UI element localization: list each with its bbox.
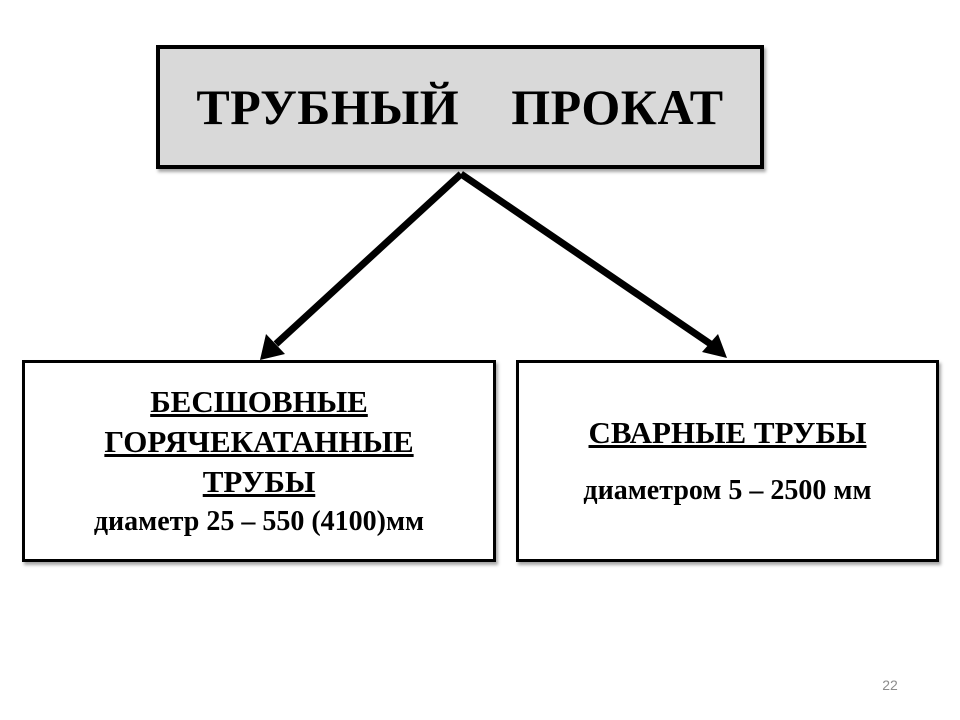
seamless-title-line-3: ТРУБЫ xyxy=(202,464,316,499)
node-welded-pipes: СВАРНЫЕ ТРУБЫ диаметром 5 – 2500 мм xyxy=(516,360,939,562)
root-title: ТРУБНЫЙ ПРОКАТ xyxy=(196,79,724,135)
arrowhead-left xyxy=(260,334,285,360)
welded-title: СВАРНЫЕ ТРУБЫ xyxy=(588,415,867,450)
welded-diameter: диаметром 5 – 2500 мм xyxy=(583,475,872,506)
arrow-to-seamless xyxy=(273,171,464,347)
seamless-title-line-2: ГОРЯЧЕКАТАННЫЕ xyxy=(104,424,414,459)
node-seamless-pipes: БЕСШОВНЫЕ ГОРЯЧЕКАТАННЫЕ ТРУБЫ диаметр 2… xyxy=(22,360,496,562)
page-number: 22 xyxy=(882,677,898,693)
arrowhead-right xyxy=(702,334,727,358)
root-node-pipe-products: ТРУБНЫЙ ПРОКАТ xyxy=(156,45,764,169)
seamless-title-line-1: БЕСШОВНЫЕ xyxy=(150,384,368,419)
seamless-diameter: диаметр 25 – 550 (4100)мм xyxy=(93,506,425,537)
arrow-to-welded xyxy=(459,171,714,348)
